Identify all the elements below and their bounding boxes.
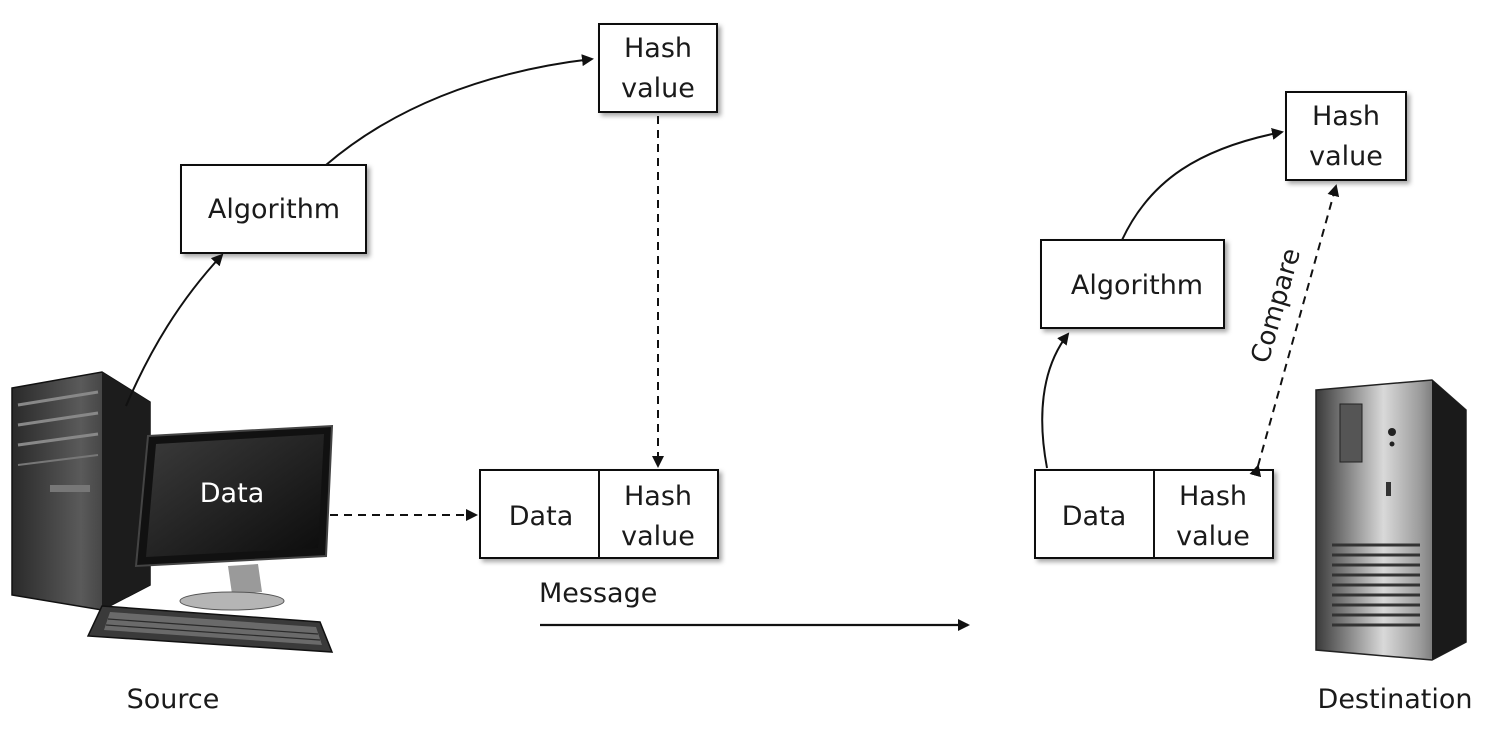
arrow-dest-algorithm-to-hash bbox=[1121, 128, 1284, 241]
destination-msg-hash-line2: value bbox=[1176, 521, 1250, 552]
message-hash-line2: value bbox=[621, 521, 695, 552]
destination-hash-line1: Hash bbox=[1312, 101, 1380, 132]
arrow-algorithm-to-hash bbox=[325, 54, 594, 166]
arrow-compare bbox=[1249, 184, 1340, 478]
source-algorithm-label: Algorithm bbox=[208, 194, 340, 225]
source-hash-line1: Hash bbox=[624, 33, 692, 64]
destination-msg-hash-line1: Hash bbox=[1179, 481, 1247, 512]
destination-hash-line2: value bbox=[1309, 141, 1383, 172]
source-screen-label: Data bbox=[200, 478, 264, 509]
source-computer-icon bbox=[11, 371, 334, 653]
source-algorithm-box bbox=[180, 164, 367, 254]
arrow-data-to-algorithm bbox=[125, 253, 224, 407]
destination-data-label: Data bbox=[1062, 501, 1126, 532]
compare-label: Compare bbox=[1246, 245, 1307, 367]
destination-algorithm-label: Algorithm bbox=[1071, 270, 1203, 301]
source-hash-box bbox=[598, 23, 718, 113]
arrow-dest-data-to-algorithm bbox=[1041, 332, 1070, 469]
destination-algorithm-box bbox=[1040, 239, 1225, 329]
destination-hash-box bbox=[1285, 91, 1407, 181]
destination-caption: Destination bbox=[1318, 684, 1473, 715]
message-caption: Message bbox=[539, 578, 657, 609]
destination-server-icon bbox=[1315, 379, 1467, 661]
message-hash-line1: Hash bbox=[624, 481, 692, 512]
source-caption: Source bbox=[127, 684, 220, 715]
source-hash-line2: value bbox=[621, 73, 695, 104]
message-data-label: Data bbox=[509, 501, 573, 532]
